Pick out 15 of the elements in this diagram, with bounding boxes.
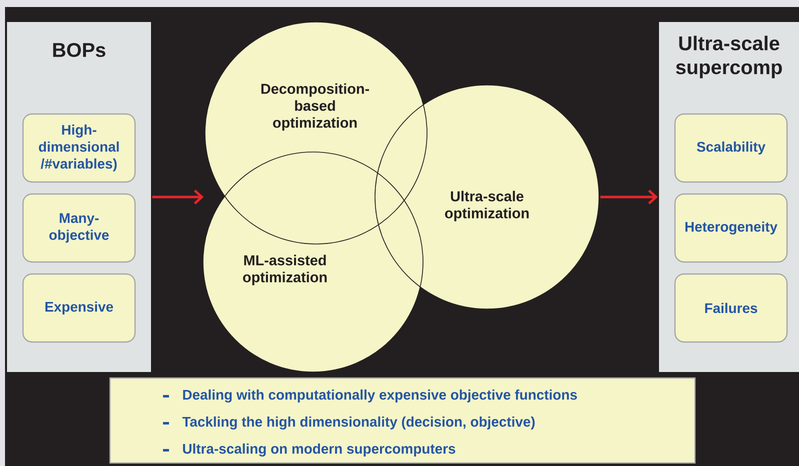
feature-box: Failures (674, 273, 788, 343)
circle-label: Ultra-scale optimization (445, 190, 529, 222)
feature-box: Scalability (674, 113, 788, 183)
arrow (600, 190, 658, 204)
feature-box: High-dimensional /#variables) (22, 113, 136, 183)
bullet-item: Dealing with computationally expensive objective functions (163, 389, 577, 403)
feature-box: Heterogeneity (674, 193, 788, 263)
bullet-item: Ultra-scaling on modern supercomputers (163, 443, 456, 457)
circle-label: Decomposition-based optimization (261, 83, 369, 131)
note-box (109, 377, 696, 464)
feature-box: Many-objective (22, 193, 136, 263)
feature-box: Expensive (22, 273, 136, 343)
circle-label: ML-assisted optimization (243, 254, 327, 286)
arrow (152, 190, 204, 204)
bullet-item: Tackling the high dimensionality (decision, objective) (163, 416, 535, 430)
